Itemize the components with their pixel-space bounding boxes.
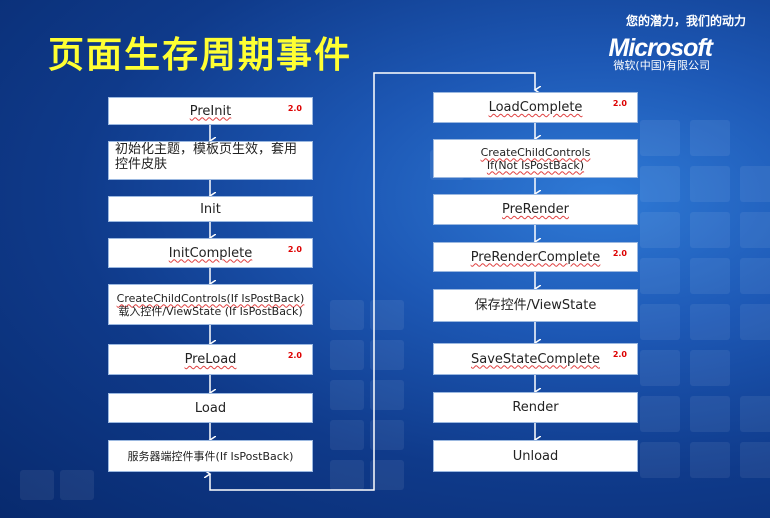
step-server-control-events: 服务器端控件事件(If IsPostBack) bbox=[108, 440, 313, 472]
version-badge: 2.0 bbox=[612, 350, 627, 359]
step-initcomplete: InitComplete 2.0 bbox=[108, 238, 313, 268]
tagline: 您的潜力，我们的动力 bbox=[625, 14, 746, 28]
step-label: CreateChildControls bbox=[480, 145, 591, 159]
step-label: PreRender bbox=[502, 202, 569, 217]
version-badge: 2.0 bbox=[287, 351, 302, 360]
version-badge: 2.0 bbox=[287, 245, 302, 254]
step-label: 保存控件/ViewState bbox=[474, 298, 597, 313]
step-label: PreInit bbox=[189, 103, 232, 119]
step-label: SaveStateComplete bbox=[471, 351, 600, 367]
logo-subtitle: 微软(中国)有限公司 bbox=[613, 59, 710, 72]
step-label: CreateChildControls(If IsPostBack) bbox=[116, 291, 305, 305]
step-label: 服务器端控件事件(If IsPostBack) bbox=[127, 449, 294, 463]
step-label-line2: 载入控件/ViewState (If IsPostBack) bbox=[118, 304, 303, 318]
step-save-viewstate: 保存控件/ViewState bbox=[433, 289, 638, 322]
step-savestatecomplete: SaveStateComplete 2.0 bbox=[433, 343, 638, 375]
step-label: Unload bbox=[512, 448, 559, 464]
step-label: InitComplete bbox=[168, 245, 253, 261]
step-label-line2: 控件皮肤 bbox=[115, 157, 168, 172]
step-init: Init bbox=[108, 196, 313, 222]
step-create-child-controls-postback: CreateChildControls(If IsPostBack) 载入控件/… bbox=[108, 284, 313, 325]
step-label-line2: If(Not IsPostBack) bbox=[486, 158, 585, 172]
step-load: Load bbox=[108, 393, 313, 423]
step-preinit: PreInit 2.0 bbox=[108, 97, 313, 125]
microsoft-logo: Microsoft bbox=[608, 34, 713, 62]
step-prerendercomplete: PreRenderComplete 2.0 bbox=[433, 242, 638, 272]
step-render: Render bbox=[433, 392, 638, 423]
step-label: PreRenderComplete bbox=[470, 249, 601, 265]
step-label: PreLoad bbox=[184, 352, 237, 367]
step-loadcomplete: LoadComplete 2.0 bbox=[433, 92, 638, 123]
step-create-child-controls-not-postback: CreateChildControls If(Not IsPostBack) bbox=[433, 139, 638, 178]
step-prerender: PreRender bbox=[433, 194, 638, 225]
step-apply-theme: 初始化主题，模板页生效，套用 控件皮肤 bbox=[108, 141, 313, 180]
version-badge: 2.0 bbox=[612, 99, 627, 108]
step-label: Load bbox=[194, 400, 227, 416]
version-badge: 2.0 bbox=[612, 249, 627, 258]
step-label: Render bbox=[512, 400, 559, 415]
step-label: 初始化主题，模板页生效，套用 bbox=[115, 142, 298, 157]
version-badge: 2.0 bbox=[287, 104, 302, 113]
step-unload: Unload bbox=[433, 440, 638, 472]
step-label: Init bbox=[200, 201, 221, 217]
step-preload: PreLoad 2.0 bbox=[108, 344, 313, 375]
step-label: LoadComplete bbox=[488, 100, 583, 115]
page-title: 页面生存周期事件 bbox=[48, 35, 353, 76]
